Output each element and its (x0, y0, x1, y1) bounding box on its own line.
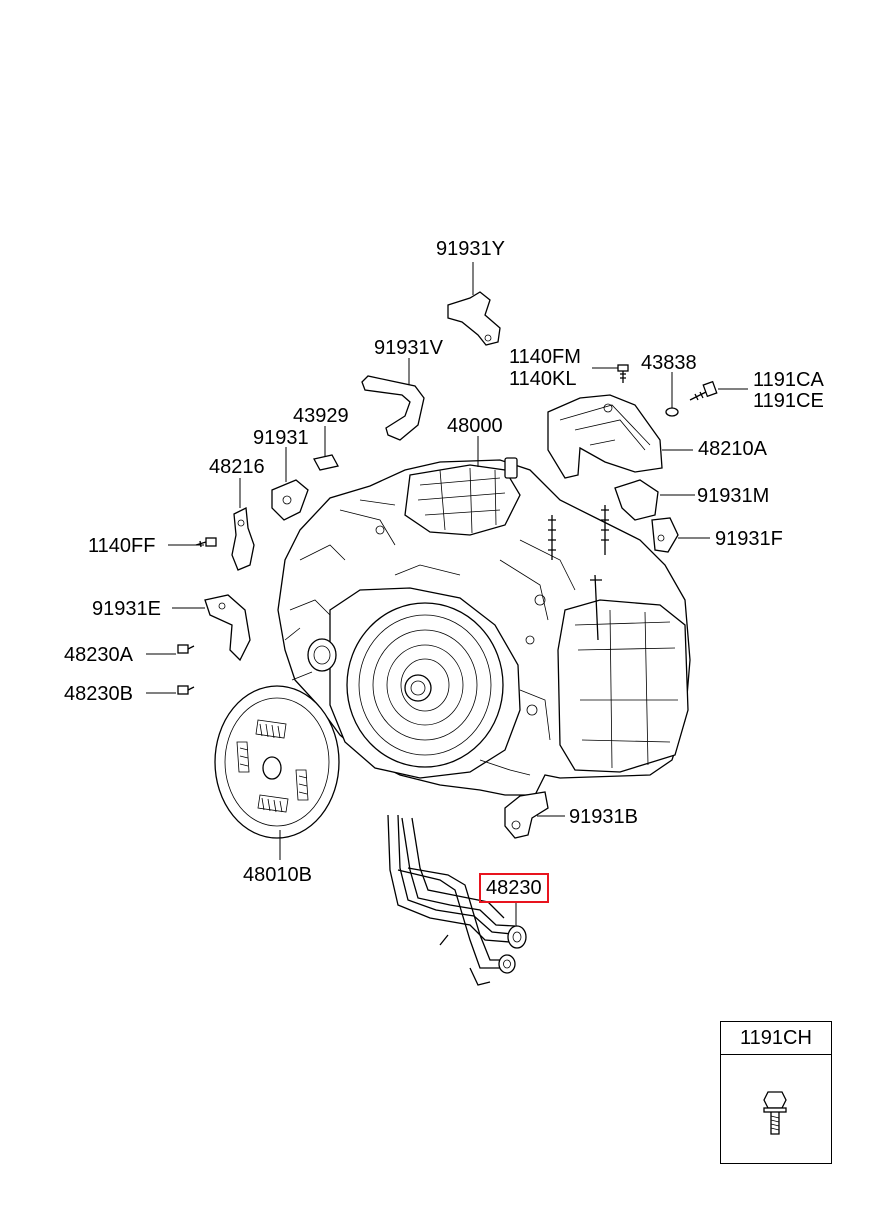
label-91931E: 91931E (92, 598, 161, 620)
label-48000: 48000 (447, 415, 503, 437)
transaxle-assembly (277, 457, 691, 796)
bracket-48210A (547, 394, 663, 479)
label-1140FF: 1140FF (88, 535, 156, 557)
label-48010B: 48010B (243, 864, 312, 886)
washer-43838 (665, 407, 679, 417)
bracket-91931F (651, 517, 679, 553)
label-91931V: 91931V (374, 337, 443, 359)
bolt-1140FM (617, 364, 629, 383)
label-1140FM: 1140FM (509, 346, 581, 368)
label-1191CA: 1191CA (753, 369, 824, 391)
label-48230-highlighted[interactable]: 48230 (479, 873, 549, 903)
label-91931: 91931 (253, 427, 309, 449)
label-48210A: 48210A (698, 438, 767, 460)
label-91931B: 91931B (569, 806, 638, 828)
label-48216: 48216 (209, 456, 265, 478)
bolt-48230A (177, 644, 195, 654)
bolt-1191CA (689, 380, 718, 401)
label-91931Y: 91931Y (436, 238, 505, 260)
bolt-48230B (177, 685, 195, 695)
label-43838: 43838 (641, 352, 697, 374)
bolt-1140FF (195, 537, 217, 548)
bracket-91931E (204, 594, 251, 662)
bracket-91931M (614, 479, 659, 521)
bracket-91931B (504, 791, 549, 839)
drive-plate-48010B (214, 685, 340, 839)
leader-lines (146, 262, 748, 926)
label-91931M: 91931M (697, 485, 770, 507)
oil-cooler-pipe-48230 (387, 814, 527, 986)
inset-box: 1191CH (720, 1021, 832, 1164)
label-43929: 43929 (293, 405, 349, 427)
label-91931F: 91931F (715, 528, 783, 550)
bracket-48216 (231, 506, 255, 571)
label-48230B: 48230B (64, 683, 133, 705)
label-1140KL: 1140KL (509, 368, 577, 390)
bolt-1191CH (763, 1091, 787, 1135)
bracket-91931Y (447, 291, 501, 346)
bracket-91931V (361, 375, 425, 441)
bracket-91931 (271, 479, 309, 521)
clip-43929 (313, 454, 339, 471)
label-1191CE: 1191CE (753, 390, 824, 412)
label-48230A: 48230A (64, 644, 133, 666)
inset-label: 1191CH (721, 1022, 831, 1055)
